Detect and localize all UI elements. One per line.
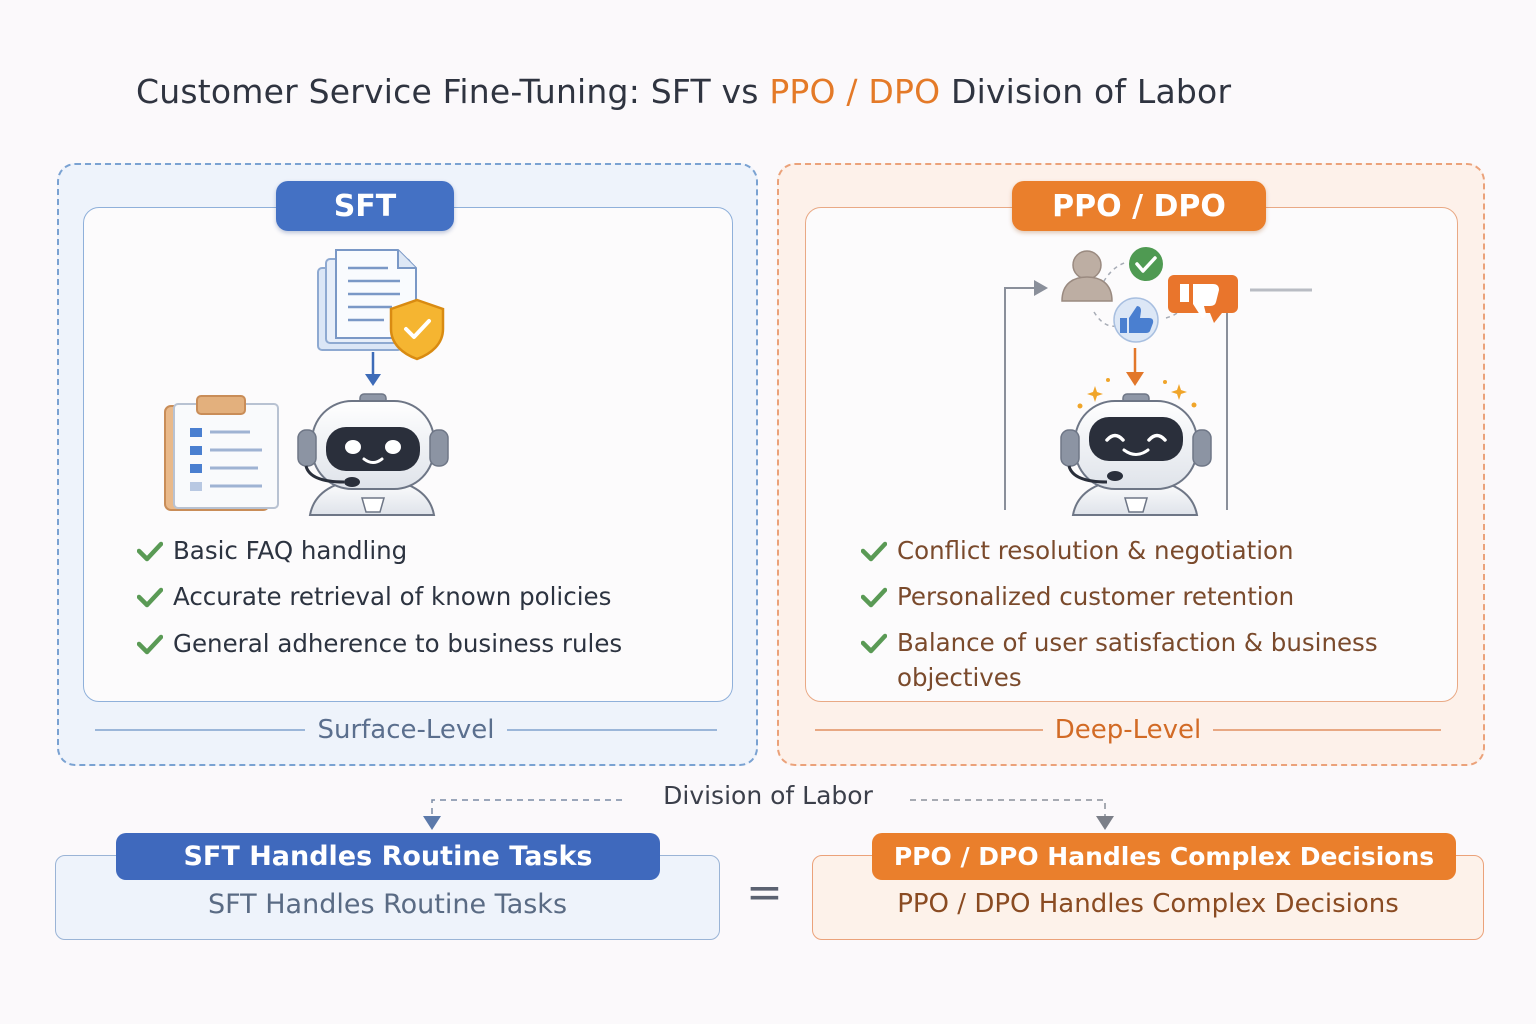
check-icon (137, 541, 163, 562)
sparkle-icons (1077, 378, 1197, 409)
check-icon (861, 587, 887, 608)
sft-summary-text: SFT Handles Routine Tasks (207, 889, 568, 920)
division-arrows (423, 799, 1114, 830)
ppo-level-label: Deep-Level (1054, 715, 1202, 745)
thumbs-up-icon (1113, 297, 1159, 343)
ppo-feature-text: Personalized customer retention (897, 582, 1295, 611)
division-of-labor-label: Division of Labor (626, 781, 910, 810)
sft-level-label: Surface-Level (317, 715, 495, 745)
sft-feature-text: Accurate retrieval of known policies (173, 582, 612, 611)
divider-line (506, 729, 717, 731)
sft-feature-text: General adherence to business rules (173, 629, 623, 658)
title-accent: PPO / DPO (769, 72, 941, 111)
ppo-summary-badge: PPO / DPO Handles Complex Decisions (872, 833, 1456, 880)
ppo-header-badge: PPO / DPO (1012, 181, 1266, 231)
ppo-feature-item: Balance of user satisfaction & business … (861, 625, 1441, 695)
sft-feature-item: General adherence to business rules (137, 626, 622, 661)
sft-feature-item: Basic FAQ handling (137, 533, 407, 568)
page-title: Customer Service Fine-Tuning: SFT vs PPO… (136, 72, 1231, 111)
title-part1: Customer Service Fine-Tuning: SFT vs (136, 72, 770, 111)
ppo-level-divider: Deep-Level (815, 712, 1441, 748)
sft-feature-item: Accurate retrieval of known policies (137, 579, 611, 614)
divider-line (95, 729, 306, 731)
feedback-loop-arrows (1004, 261, 1312, 510)
document-shield-icon (317, 249, 445, 361)
divider-line (1213, 729, 1441, 731)
ppo-summary-text: PPO / DPO Handles Complex Decisions (897, 889, 1399, 919)
ppo-feature-text: Balance of user satisfaction & business … (897, 628, 1378, 692)
user-icon (1061, 250, 1113, 302)
sft-feature-text: Basic FAQ handling (173, 536, 408, 565)
robot-headset-icon-ppo (1060, 393, 1212, 516)
equals-sign: = (746, 867, 783, 918)
check-icon (861, 633, 887, 654)
arrow-down-icon (365, 352, 381, 386)
robot-headset-icon (297, 393, 449, 516)
ppo-feature-item: Conflict resolution & negotiation (861, 533, 1441, 568)
ppo-feature-text: Conflict resolution & negotiation (897, 536, 1294, 565)
title-part2: Division of Labor (940, 72, 1232, 111)
check-circle-icon (1129, 247, 1163, 281)
check-icon (137, 634, 163, 655)
ppo-feature-item: Personalized customer retention (861, 579, 1441, 614)
clipboard-icon (164, 395, 279, 511)
arrow-down-icon-ppo (1126, 348, 1144, 386)
divider-line (815, 729, 1043, 731)
check-icon (137, 587, 163, 608)
sft-level-divider: Surface-Level (95, 712, 717, 748)
sft-summary-badge: SFT Handles Routine Tasks (116, 833, 660, 880)
sft-header-badge: SFT (276, 181, 454, 231)
check-icon (861, 541, 887, 562)
thumbs-down-icon (1168, 275, 1238, 323)
